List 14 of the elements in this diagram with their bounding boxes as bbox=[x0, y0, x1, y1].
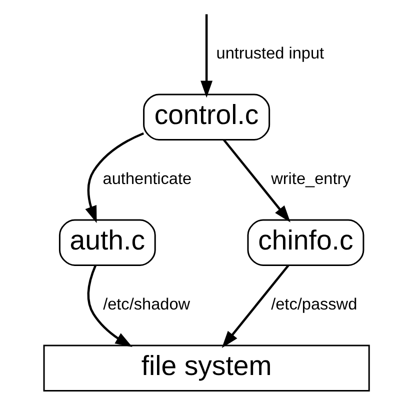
arrow bbox=[200, 14, 213, 98]
edge-label: /etc/shadow bbox=[103, 296, 190, 314]
node-box: control.c bbox=[143, 94, 270, 140]
arrow bbox=[85, 132, 144, 224]
node-box: file system bbox=[43, 344, 370, 392]
arrow bbox=[87, 264, 132, 348]
node-box: auth.c bbox=[58, 219, 156, 266]
edge-label: /etc/passwd bbox=[271, 296, 358, 314]
arrow bbox=[222, 264, 290, 348]
edge-label: untrusted input bbox=[216, 44, 324, 63]
arrow bbox=[222, 139, 290, 222]
edge-label: write_entry bbox=[271, 170, 351, 188]
node-box: chinfo.c bbox=[247, 219, 364, 266]
edge-label: authenticate bbox=[102, 170, 192, 188]
